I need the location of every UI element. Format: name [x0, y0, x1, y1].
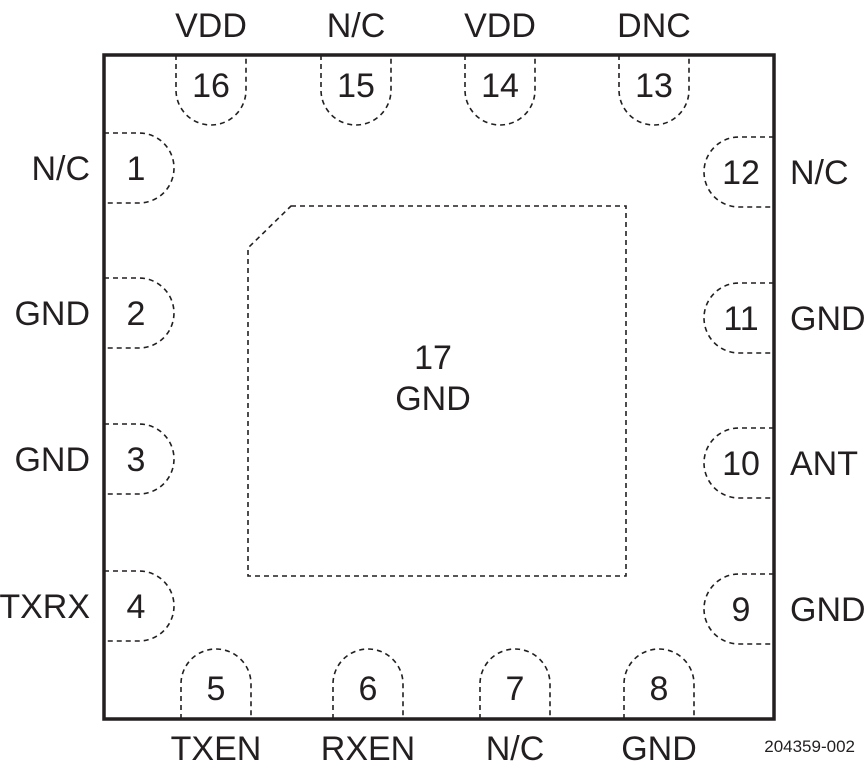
pin-1: 1 N/C [31, 132, 175, 204]
pin-pad-outline [104, 132, 175, 204]
exposed-pad-outline [247, 205, 627, 577]
pin-15: 15 N/C [320, 7, 392, 126]
pin-name-label: VDD [175, 7, 247, 45]
pin-name-label: GND [14, 295, 90, 333]
pin-pad-outline [320, 55, 392, 126]
pin-name-label: RXEN [321, 730, 415, 768]
pin-number: 8 [650, 670, 669, 708]
pin-4: 4 TXRX [0, 570, 175, 642]
pin-name-label: DNC [617, 7, 691, 45]
pin-number: 6 [359, 670, 378, 708]
pin-pad-outline [332, 648, 404, 719]
pin-name-label: GND [790, 300, 865, 338]
pin-pad-outline [623, 648, 695, 719]
pin-pad-outline [464, 55, 536, 126]
pin-number: 5 [207, 670, 226, 708]
pin-13: 13 DNC [617, 7, 691, 126]
pin-9: 9 GND [703, 573, 865, 645]
pin-pad-outline [180, 648, 252, 719]
pin-16: 16 VDD [175, 7, 247, 126]
pin-pad-outline [175, 55, 247, 126]
pin-2: 2 GND [14, 277, 175, 349]
pin-number: 10 [722, 445, 760, 483]
pin-pad-outline [703, 282, 774, 354]
exposed-pad-name: GND [395, 380, 471, 418]
pin-number: 2 [127, 295, 146, 333]
pin-name-label: N/C [790, 154, 849, 192]
exposed-pad-number: 17 [414, 339, 452, 377]
pin-12: 12 N/C [703, 136, 849, 208]
pin-pad-outline [618, 55, 690, 126]
pin-number: 13 [635, 67, 673, 105]
figure-id: 204359-002 [764, 737, 855, 756]
pin-7: 7N/C [479, 648, 551, 768]
pin-pad-outline [104, 423, 175, 495]
pin-number: 9 [732, 591, 751, 629]
pin-name-label: GND [621, 730, 697, 768]
pin-number: 3 [127, 441, 146, 479]
pin-number: 15 [337, 67, 375, 105]
pin-name-label: TXEN [171, 730, 262, 768]
pin-pad-outline [104, 277, 175, 349]
pin-name-label: VDD [464, 7, 536, 45]
pin-name-label: N/C [486, 730, 545, 768]
pin-number: 1 [127, 150, 146, 188]
pin-number: 11 [723, 300, 758, 338]
pin-name-label: ANT [790, 445, 858, 483]
pin-name-label: TXRX [0, 588, 90, 626]
pin-number: 12 [722, 154, 760, 192]
pin-10: 10 ANT [703, 427, 858, 499]
pin-name-label: GND [790, 591, 865, 629]
pin-name-label: N/C [31, 150, 90, 188]
pin-number: 4 [127, 588, 146, 626]
pin-pad-outline [104, 570, 175, 642]
pin-14: 14 VDD [464, 7, 536, 126]
pin-name-label: N/C [327, 7, 386, 45]
package-body [102, 53, 776, 721]
pin-pad-outline [479, 648, 551, 719]
pin-pad-outline [703, 136, 774, 208]
pin-number: 16 [192, 67, 230, 105]
pin-pad-outline [703, 573, 774, 645]
pin-3: 3 GND [14, 423, 175, 495]
pin-name-label: GND [14, 441, 90, 479]
pin-number: 7 [506, 670, 525, 708]
pin-11: 11 GND [703, 282, 865, 354]
pin-pad-outline [703, 427, 774, 499]
pin-number: 14 [481, 67, 519, 105]
